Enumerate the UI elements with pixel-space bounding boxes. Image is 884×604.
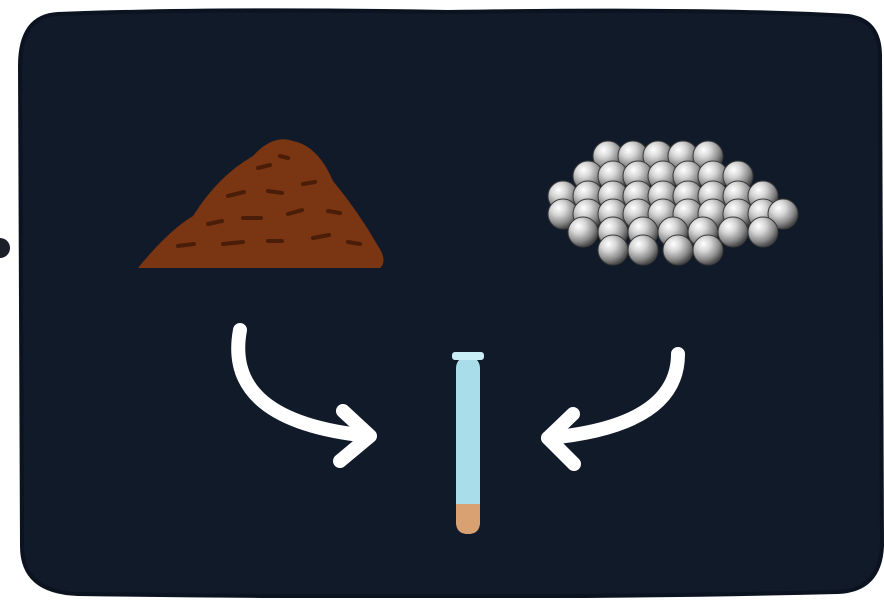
edge-marker — [0, 238, 10, 258]
steel-ball — [598, 235, 628, 265]
diagram-panel — [18, 6, 884, 598]
steel-ball — [628, 235, 658, 265]
test-tube-icon — [452, 352, 484, 534]
steel-ball — [568, 217, 598, 247]
steel-ball — [693, 235, 723, 265]
steel-ball — [718, 217, 748, 247]
steel-ball — [748, 217, 778, 247]
steel-ball — [663, 235, 693, 265]
panel-background — [20, 10, 882, 596]
